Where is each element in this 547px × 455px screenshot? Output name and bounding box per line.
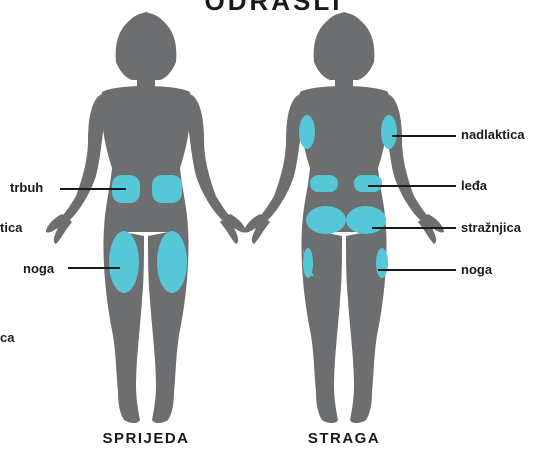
zone-front-stomach-right — [152, 175, 182, 203]
zone-front-thigh-left — [109, 231, 139, 293]
zone-back-buttock-left — [306, 206, 346, 234]
label-noga-front: noga — [23, 261, 54, 277]
zone-back-upperarm-left — [299, 115, 315, 149]
zone-back-buttock-right — [346, 206, 386, 234]
diagram-title: ODRASLI — [0, 0, 547, 17]
label-noga-back: noga — [461, 262, 492, 278]
zone-back-lowerback-left — [310, 175, 338, 192]
label-trbuh: trbuh — [10, 180, 43, 196]
front-figure — [46, 12, 246, 423]
zone-back-lowerback-right — [354, 175, 382, 192]
label-cut-upper: tica — [0, 220, 22, 236]
back-figure — [244, 12, 444, 423]
zone-back-leg-right-fill — [376, 248, 388, 278]
label-nadlaktica: nadlaktica — [461, 127, 525, 143]
label-straznjica: stražnjica — [461, 220, 521, 236]
view-label-front: SPRIJEDA — [76, 430, 216, 447]
view-label-back: STRAGA — [274, 430, 414, 447]
zone-back-leg-left-fill — [303, 248, 313, 278]
label-leda: leđa — [461, 178, 487, 194]
zone-front-thigh-right — [157, 231, 187, 293]
zone-back-upperarm-right — [381, 115, 397, 149]
label-cut-lower: ca — [0, 330, 14, 346]
